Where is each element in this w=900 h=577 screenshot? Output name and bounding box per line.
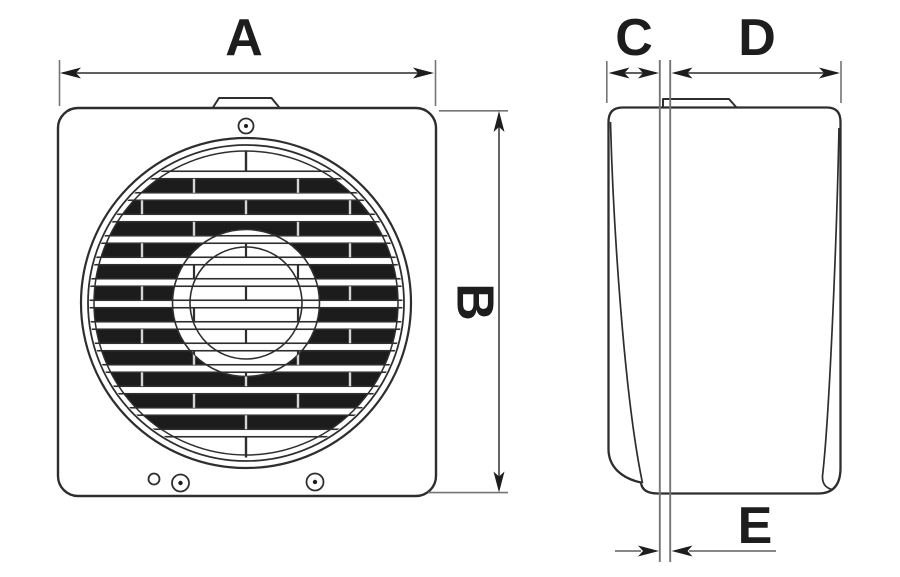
dim-d-arrow-right: [819, 67, 840, 79]
bottom-hole: [147, 472, 161, 486]
dim-e-arrow-right-pointing: [638, 545, 659, 557]
bottom-screw-right: [305, 472, 325, 492]
side-view: [607, 60, 842, 562]
side-right-taper-line: [821, 127, 840, 491]
grille-disc-outline: [93, 150, 399, 456]
dim-a-arrow-right: [413, 67, 434, 79]
dim-c-arrow-right: [638, 67, 659, 79]
dimension-c: C: [605, 9, 659, 103]
top-screw: [237, 117, 255, 135]
dim-e-arrow-left-pointing: [671, 545, 693, 557]
dim-c-arrow-left: [608, 67, 630, 79]
dimension-d: D: [671, 9, 842, 103]
front-view: [56, 97, 438, 498]
dimension-a: A: [58, 9, 437, 106]
dimension-label-c: C: [615, 9, 653, 67]
dim-b-arrow-top: [493, 111, 505, 132]
bottom-screw-left: [171, 473, 190, 493]
dimension-label-e: E: [738, 497, 773, 555]
dimension-b: B: [428, 110, 508, 494]
dim-b-arrow-bottom: [493, 471, 505, 493]
dim-a-arrow-left: [60, 67, 81, 79]
bottom-fasteners: [147, 472, 325, 493]
dim-d-arrow-left: [671, 67, 693, 79]
grille-ring-inner: [87, 144, 405, 462]
side-top-tab: [662, 98, 738, 109]
dimension-e: E: [615, 497, 776, 557]
dimension-label-a: A: [225, 9, 263, 67]
dimension-label-b: B: [445, 283, 503, 321]
dimension-label-d: D: [738, 9, 776, 67]
side-body: [607, 106, 842, 495]
grille-ring-outer: [79, 136, 413, 470]
side-left-taper-line: [609, 121, 644, 484]
grille: [79, 136, 413, 470]
